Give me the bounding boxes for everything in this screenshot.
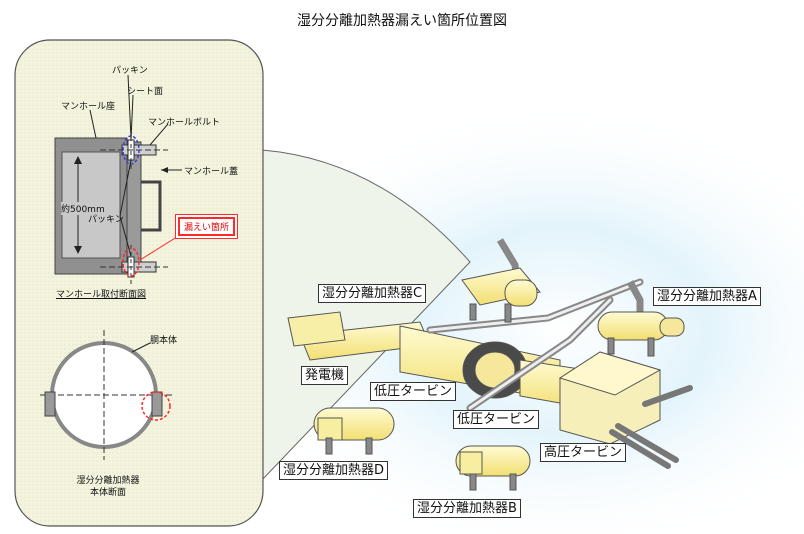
body-caption-line2: 本体断面 (89, 488, 126, 498)
label-msr-d: 湿分分離加熱器D (279, 461, 389, 480)
label-lp-turbine-2: 低圧タービン (453, 410, 540, 429)
label-packing-top: パッキン (112, 66, 148, 76)
label-packing-mid: パッキン (88, 215, 124, 225)
label-hp-turbine: 高圧タービン (540, 443, 627, 462)
page-title: 湿分分離加熱器漏えい箇所位置図 (297, 13, 507, 29)
label-shell-body: 胴本体 (150, 336, 178, 346)
body-section (40, 330, 172, 460)
body-caption-line1: 湿分分離加熱器 (76, 476, 140, 486)
plant-equipment (287, 238, 693, 491)
section-caption: マンホール取付断面図 (56, 290, 147, 300)
label-manhole-cover: マンホール蓋 (184, 167, 239, 177)
label-dimension: 約500mm (61, 202, 105, 215)
leak-location-tag: 漏えい箇所 (178, 217, 236, 236)
label-manhole-seat: マンホール座 (61, 102, 116, 112)
label-sheet-face: シート面 (127, 87, 164, 97)
label-msr-c: 湿分分離加熱器C (318, 284, 427, 303)
label-msr-a: 湿分分離加熱器A (653, 287, 761, 306)
detail-panel (14, 39, 264, 527)
msr-a-unit (597, 311, 685, 357)
label-generator: 発電機 (301, 366, 349, 385)
label-lp-turbine-1: 低圧タービン (370, 382, 457, 401)
msr-b-unit (455, 445, 531, 491)
msr-c-unit (461, 267, 541, 323)
label-msr-b: 湿分分離加熱器B (413, 499, 521, 518)
msr-d-unit (313, 407, 395, 455)
callout-wedge (261, 149, 471, 482)
label-manhole-bolt: マンホールボルト (148, 118, 221, 128)
